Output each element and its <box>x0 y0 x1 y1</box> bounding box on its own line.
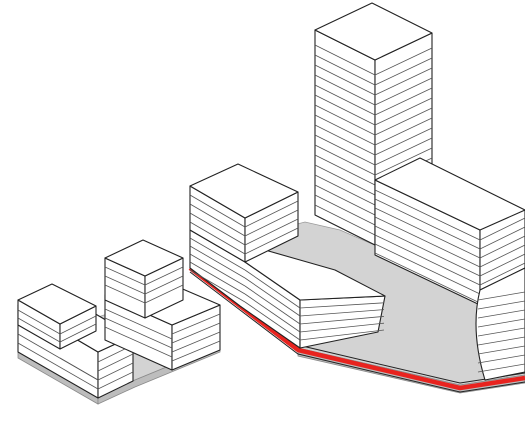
floor-line <box>477 354 525 364</box>
floor-line <box>189 221 246 255</box>
floor-line <box>374 198 481 250</box>
floor-line <box>314 144 376 176</box>
main-ground-edge <box>297 347 525 394</box>
curved-floor-lines <box>477 291 525 373</box>
floor-line <box>244 285 301 325</box>
slab-floor-lines <box>374 189 525 304</box>
floor-line <box>314 174 376 206</box>
floor-line <box>374 107 433 136</box>
floor-line <box>479 253 525 277</box>
building-small-2 <box>104 239 221 371</box>
floor-line <box>374 252 481 304</box>
floor-line <box>477 327 525 337</box>
floor-line <box>477 318 525 328</box>
floor-line <box>244 200 299 228</box>
b1-upper-roof <box>17 283 97 325</box>
mid-slab <box>374 157 525 381</box>
floor-line <box>244 301 301 341</box>
floor-line <box>314 204 376 236</box>
floor-line <box>244 218 299 246</box>
floor-line <box>314 104 376 136</box>
floor-line <box>189 269 246 303</box>
floor-line <box>477 291 525 301</box>
main-block <box>189 163 386 349</box>
floor-line <box>477 363 525 373</box>
floor-line <box>314 124 376 156</box>
floor-line <box>189 261 246 295</box>
floor-line <box>374 117 433 146</box>
b2-upper-roof <box>104 239 184 277</box>
b2-floor-lines <box>104 266 221 362</box>
floor-line <box>374 47 433 76</box>
floor-line <box>189 212 246 246</box>
floor-line <box>374 207 481 259</box>
floor-line <box>374 77 433 106</box>
floor-line <box>299 316 385 325</box>
slab-right-face <box>479 209 525 291</box>
floor-line <box>374 147 433 176</box>
tower-left-face <box>314 29 376 246</box>
floor-line <box>374 87 433 116</box>
floor-line <box>189 194 246 228</box>
floor-line <box>477 300 525 310</box>
floor-line <box>314 114 376 146</box>
floor-line <box>189 253 246 287</box>
floor-line <box>479 217 525 241</box>
floor-line <box>374 97 433 126</box>
floor-line <box>479 262 525 286</box>
floor-line <box>479 244 525 268</box>
floor-line <box>314 164 376 196</box>
floor-line <box>477 345 525 355</box>
floor-line <box>299 309 385 317</box>
floor-line <box>314 154 376 186</box>
floor-line <box>189 237 246 271</box>
floor-line <box>314 64 376 96</box>
main-upper-roof <box>189 163 299 219</box>
floor-line <box>244 209 299 237</box>
floor-line <box>374 243 481 295</box>
floor-line <box>374 189 481 241</box>
floor-line <box>299 329 385 341</box>
floor-line <box>189 203 246 237</box>
floor-line <box>314 84 376 116</box>
building-small-1 <box>17 283 134 399</box>
floor-line <box>374 216 481 268</box>
floor-line <box>479 235 525 259</box>
floor-line <box>189 245 246 279</box>
floor-line <box>477 309 525 319</box>
floor-line <box>299 302 385 309</box>
floor-line <box>314 44 376 76</box>
floor-line <box>244 227 299 255</box>
floor-line <box>314 134 376 166</box>
tower-roof <box>314 2 433 61</box>
floor-line <box>299 322 385 333</box>
floor-line <box>244 277 301 317</box>
floor-line <box>314 194 376 226</box>
floor-line <box>244 293 301 333</box>
main-floor-lines <box>189 194 385 341</box>
floor-line <box>374 137 433 166</box>
floor-line <box>374 67 433 96</box>
floor-line <box>314 94 376 126</box>
floor-line <box>479 226 525 250</box>
frontage-bottom-edge <box>189 271 525 393</box>
floor-line <box>314 184 376 216</box>
floor-line <box>374 225 481 277</box>
floor-line <box>374 127 433 156</box>
floor-line <box>314 74 376 106</box>
floor-line <box>244 269 301 309</box>
floor-line <box>477 336 525 346</box>
floor-line <box>374 234 481 286</box>
floor-line <box>314 54 376 86</box>
floor-line <box>374 57 433 86</box>
